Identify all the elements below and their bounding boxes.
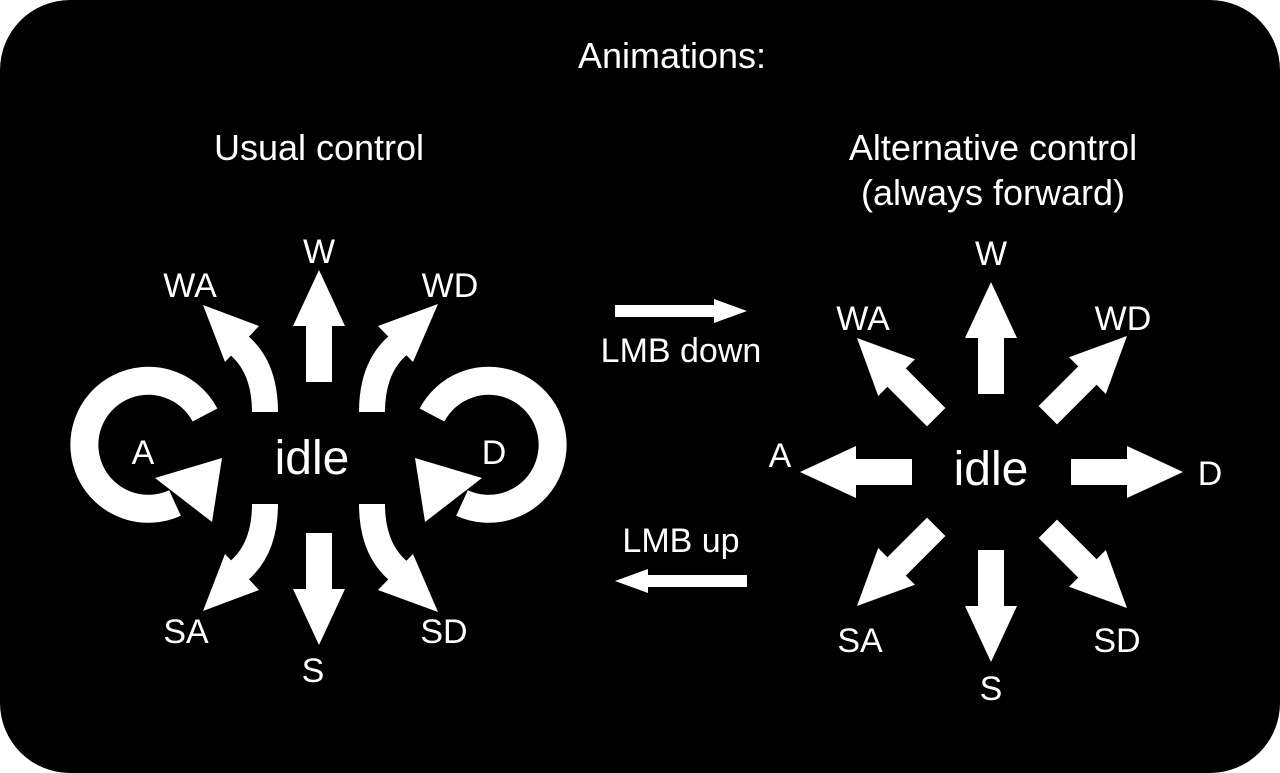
- transition-lmb-down: LMB down: [601, 299, 762, 370]
- lmb-down-label: LMB down: [601, 332, 762, 370]
- alt-sa-arrow: [838, 508, 955, 625]
- transition-lmb-up: LMB up: [615, 522, 747, 593]
- usual-d-label: D: [482, 434, 507, 472]
- usual-sa-arrow: [203, 503, 278, 611]
- alt-a-arrow: [800, 446, 912, 498]
- alt-wa-label: WA: [836, 300, 890, 338]
- usual-wa-arrow: [203, 305, 278, 413]
- alt-wd-label: WD: [1095, 300, 1152, 338]
- usual-idle-state: idle: [275, 432, 350, 485]
- alt-d-arrow: [1071, 446, 1183, 498]
- alt-a-label: A: [769, 437, 792, 475]
- alternative-control-subheading: (always forward): [861, 172, 1125, 213]
- usual-control-group: Usual control idle W S WA WD SA: [70, 127, 567, 690]
- usual-sa-label: SA: [163, 613, 209, 651]
- usual-wa-label: WA: [163, 267, 217, 305]
- alternative-control-heading: Alternative control: [849, 127, 1137, 168]
- lmb-up-label: LMB up: [622, 522, 739, 560]
- usual-sd-label: SD: [420, 613, 467, 651]
- usual-wd-arrow: [359, 304, 438, 413]
- usual-w-label: W: [303, 233, 335, 271]
- alt-sa-label: SA: [837, 622, 883, 660]
- alt-s-arrow: [965, 550, 1017, 662]
- diagram-title: Animations:: [578, 35, 766, 76]
- usual-a-loop-arrow: [70, 366, 222, 523]
- alt-w-arrow: [965, 282, 1017, 394]
- alternative-idle-state: idle: [954, 443, 1029, 496]
- usual-control-heading: Usual control: [214, 127, 424, 168]
- alt-s-label: S: [980, 670, 1003, 708]
- alt-sd-arrow: [1029, 510, 1146, 627]
- usual-s-arrow: [293, 533, 345, 645]
- usual-sd-arrow: [359, 503, 438, 612]
- usual-d-loop-arrow: [415, 366, 567, 523]
- alt-w-label: W: [975, 235, 1007, 273]
- usual-w-arrow: [293, 270, 345, 382]
- alt-d-label: D: [1198, 455, 1223, 493]
- usual-a-label: A: [132, 434, 155, 472]
- usual-s-label: S: [302, 652, 325, 690]
- alt-sd-label: SD: [1093, 622, 1140, 660]
- alternative-control-group: Alternative control (always forward) idl…: [769, 127, 1223, 708]
- usual-wd-label: WD: [422, 267, 479, 305]
